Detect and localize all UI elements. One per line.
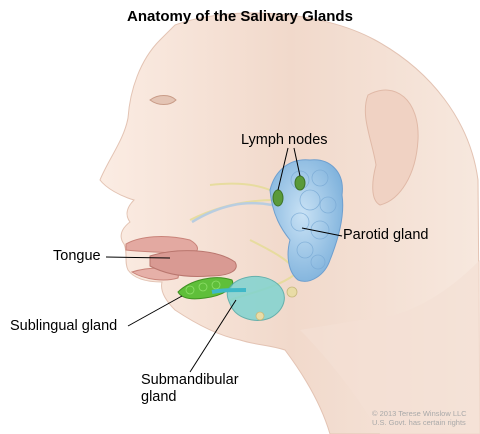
- credit-line-2: U.S. Govt. has certain rights: [372, 418, 467, 427]
- label-parotid-gland: Parotid gland: [343, 227, 428, 243]
- copyright-credit: © 2013 Terese Winslow LLC U.S. Govt. has…: [372, 409, 467, 427]
- label-lymph-nodes: Lymph nodes: [241, 132, 328, 148]
- credit-line-1: © 2013 Terese Winslow LLC: [372, 409, 467, 418]
- label-submandibular-gland-line2: gland: [141, 389, 176, 405]
- submandibular-duct: [212, 290, 246, 292]
- label-submandibular-gland-line1: Submandibular: [141, 372, 239, 388]
- lower-node-1: [287, 287, 297, 297]
- label-sublingual-gland: Sublingual gland: [10, 318, 117, 334]
- lower-node-2: [256, 312, 264, 320]
- lymph-node-2: [295, 176, 305, 190]
- lymph-node-1: [273, 190, 283, 206]
- label-tongue: Tongue: [53, 248, 101, 264]
- diagram-title: Anatomy of the Salivary Glands: [0, 8, 480, 25]
